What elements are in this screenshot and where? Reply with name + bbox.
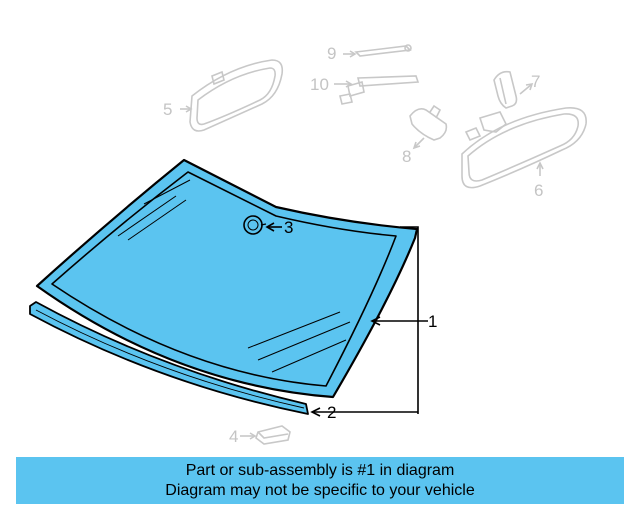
part-1-windshield bbox=[35, 158, 419, 399]
part-6-mirror bbox=[461, 107, 587, 189]
callout-5: 5 bbox=[163, 100, 172, 119]
banner-line-2: Diagram may not be specific to your vehi… bbox=[165, 481, 475, 499]
part-9-rod bbox=[343, 44, 412, 58]
part-8-clip bbox=[409, 104, 448, 150]
callout-6: 6 bbox=[534, 181, 543, 200]
part-5-mirror bbox=[180, 59, 284, 132]
callout-10: 10 bbox=[310, 75, 329, 94]
part-4-pad bbox=[240, 425, 291, 445]
part-3-sensor bbox=[243, 215, 267, 235]
part-2-moulding bbox=[29, 301, 309, 415]
leader-lines bbox=[265, 222, 428, 417]
parts-diagram: 9 10 5 7 8 6 bbox=[29, 44, 587, 446]
part-7-mount bbox=[493, 70, 534, 109]
callout-4: 4 bbox=[229, 427, 238, 446]
callout-7: 7 bbox=[531, 72, 540, 91]
info-banner: Part or sub-assembly is #1 in diagram Di… bbox=[16, 457, 624, 504]
callout-9: 9 bbox=[327, 44, 336, 63]
banner-line-1: Part or sub-assembly is #1 in diagram bbox=[185, 461, 455, 479]
callout-1: 1 bbox=[428, 312, 437, 331]
callout-3: 3 bbox=[284, 218, 293, 237]
callout-2: 2 bbox=[327, 403, 336, 422]
part-10-bracket bbox=[334, 75, 420, 105]
callout-8: 8 bbox=[402, 147, 411, 166]
